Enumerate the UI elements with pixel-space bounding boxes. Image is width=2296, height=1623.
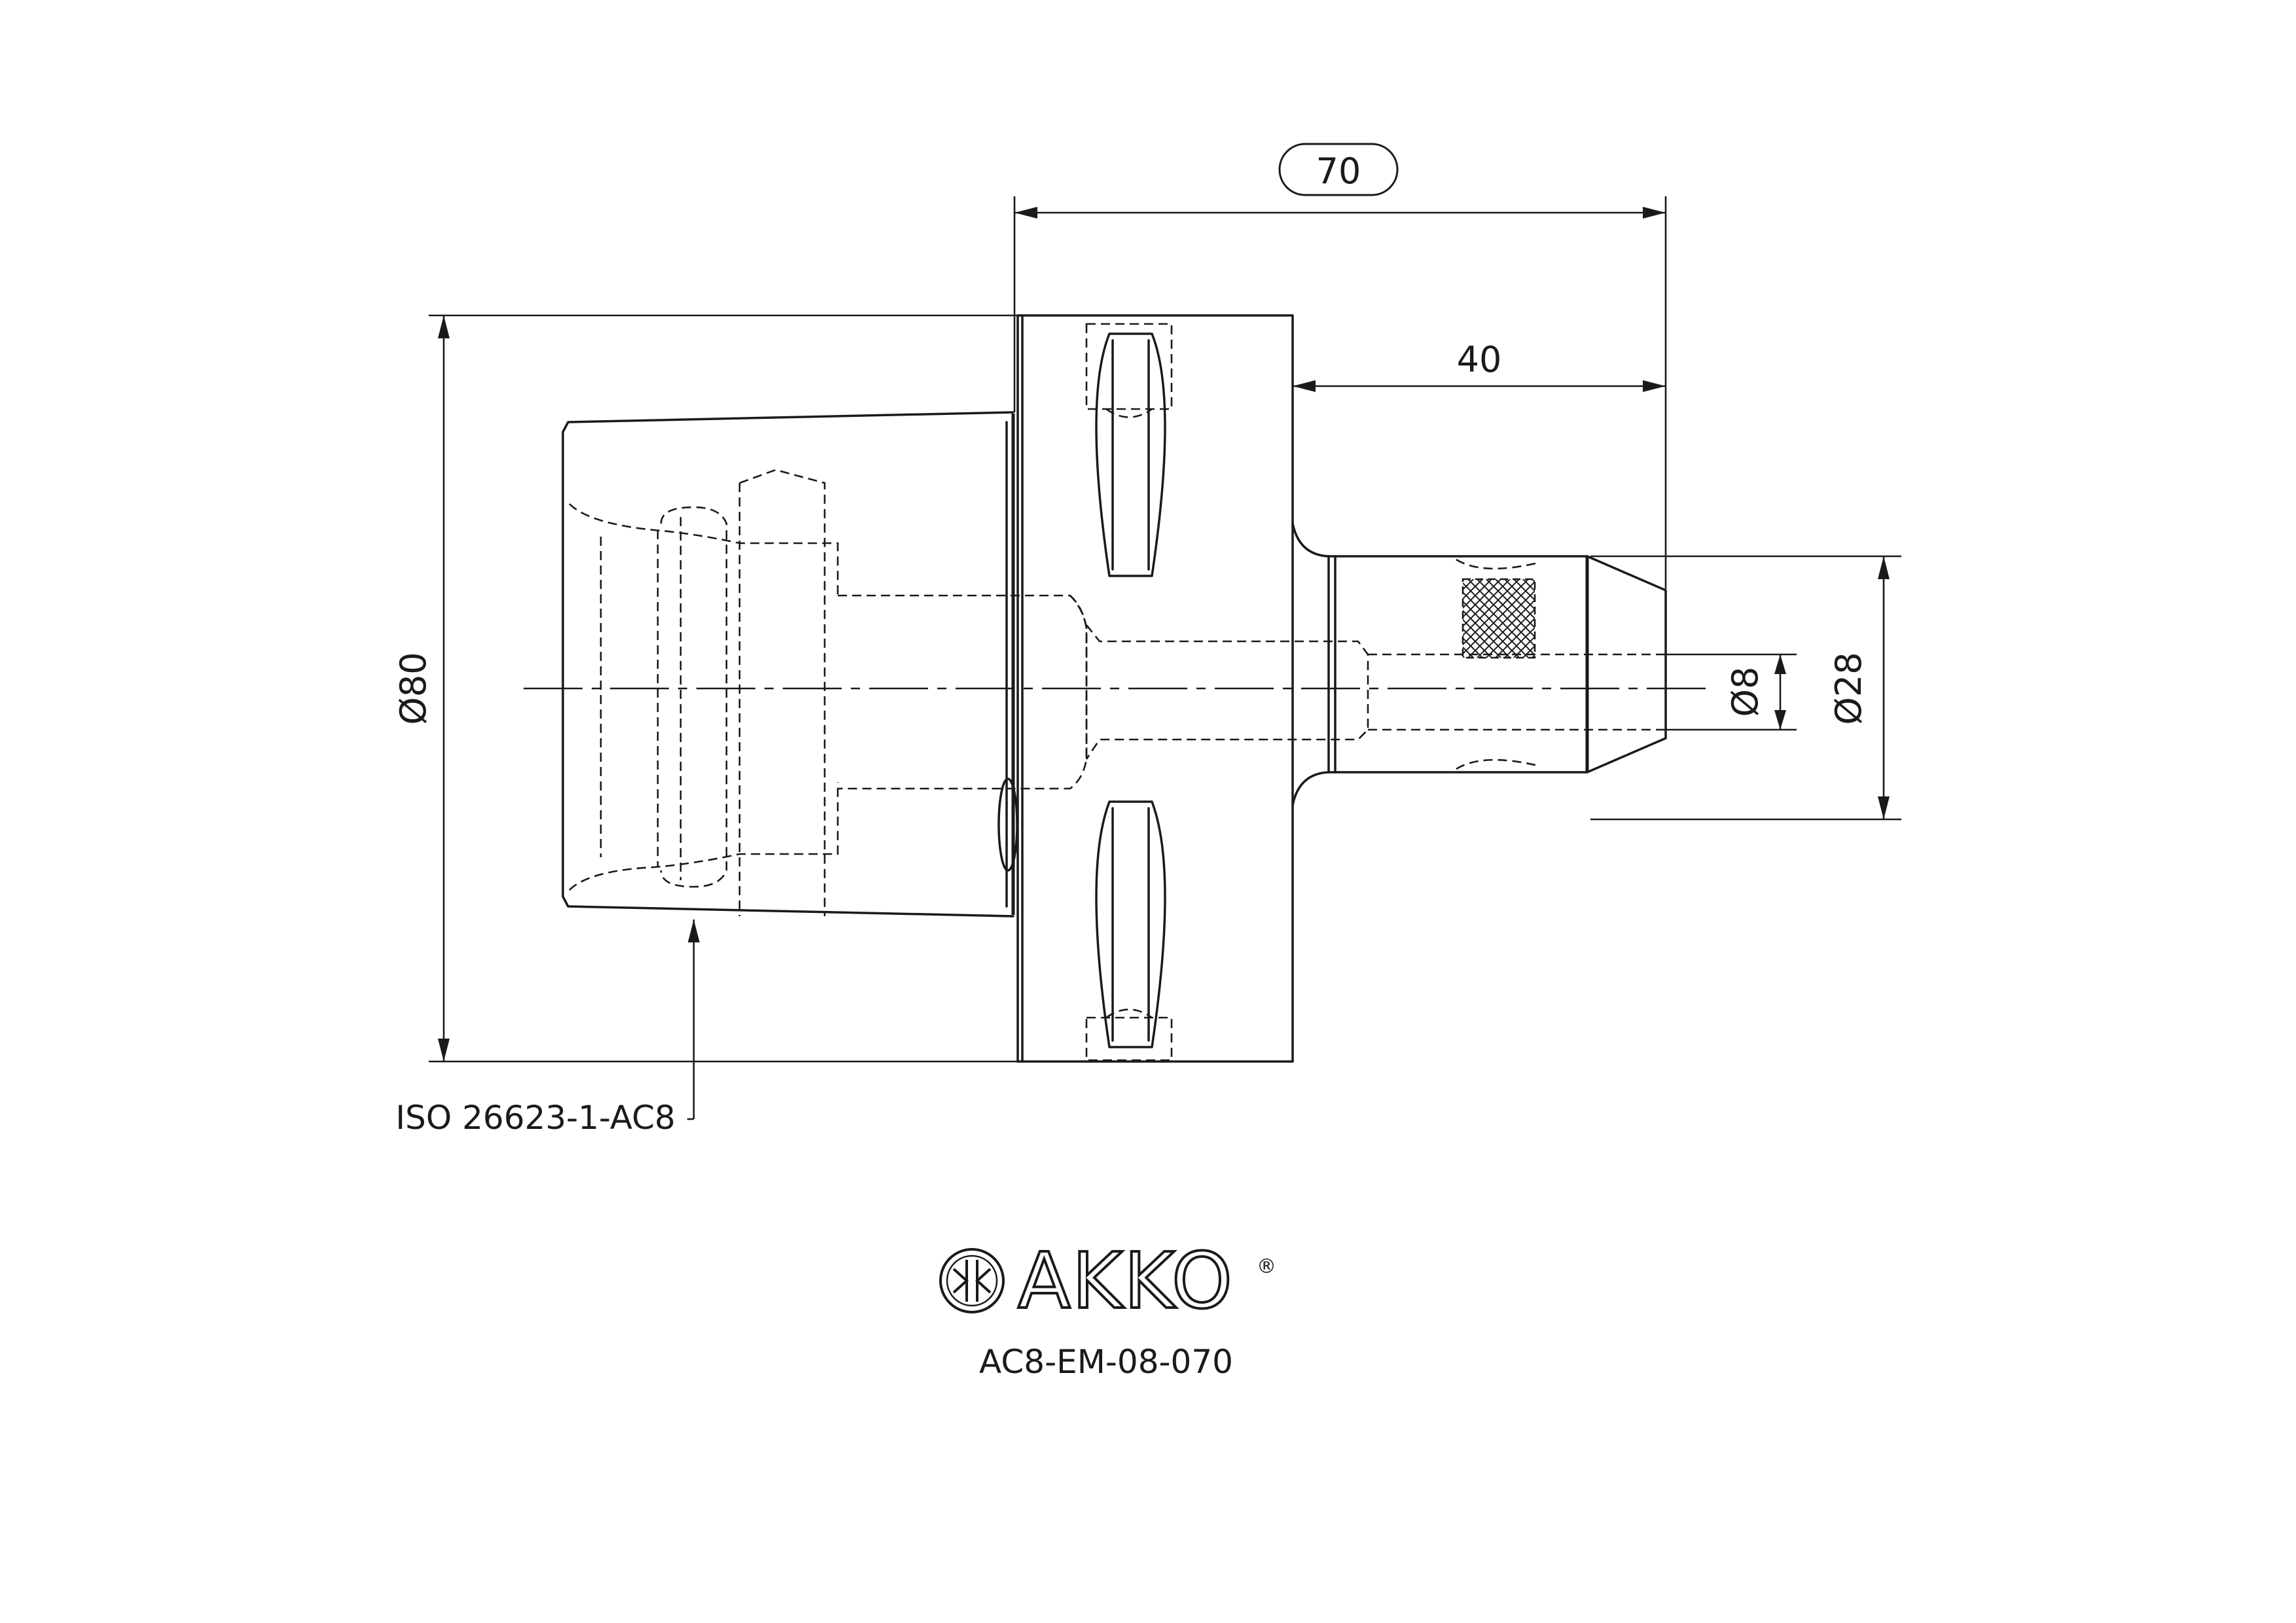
coupling-taper xyxy=(562,411,1014,918)
part-number: AC8-EM-08-070 xyxy=(979,1343,1233,1381)
dim-overall-length-text: 70 xyxy=(1316,151,1361,192)
drive-slot-top xyxy=(1095,332,1166,577)
akko-logo-icon xyxy=(939,1248,1005,1313)
set-screw-knurl xyxy=(1462,578,1536,659)
registered-mark: ® xyxy=(1257,1255,1276,1278)
dimension-bore-diameter: Ø8 xyxy=(1659,653,1797,731)
flange-body xyxy=(1016,314,1294,1063)
tool-holder-outline xyxy=(562,314,1667,1063)
interface-callout: ISO 26623-1-AC8 xyxy=(395,919,700,1137)
interface-standard-text: ISO 26623-1-AC8 xyxy=(395,1099,675,1137)
dimension-nose-diameter: Ø28 xyxy=(1590,555,1901,821)
brand-name: AKKO xyxy=(1018,1236,1234,1326)
nose-neck xyxy=(1291,522,1667,806)
dim-body-diameter-text: Ø80 xyxy=(393,652,434,724)
dim-projection-length-text: 40 xyxy=(1457,339,1502,380)
dimension-projection-length: 40 xyxy=(1293,339,1666,392)
dim-nose-diameter-text: Ø28 xyxy=(1828,652,1869,724)
dimension-overall-length: 70 xyxy=(1013,143,1667,589)
dim-bore-diameter-text: Ø8 xyxy=(1725,667,1766,717)
hidden-internal-features xyxy=(569,323,1659,1061)
brand-block: AKKO ® AC8-EM-08-070 xyxy=(939,1234,1276,1381)
dimension-body-diameter: Ø80 xyxy=(393,314,1018,1063)
drive-slot-bottom xyxy=(1095,800,1166,1048)
